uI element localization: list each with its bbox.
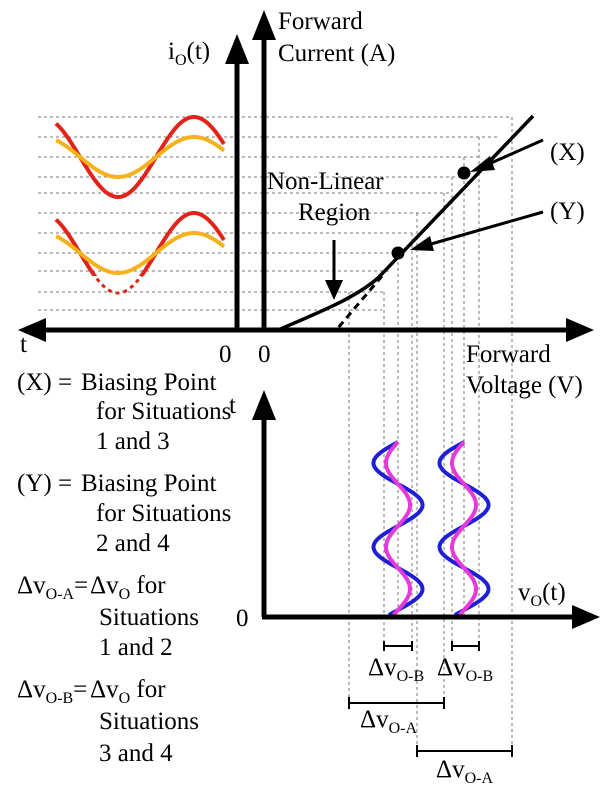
diode-curve [277,114,535,332]
fv-axis-arrowhead [566,318,594,342]
legend-x-line3: 1 and 3 [96,428,170,455]
magenta-wave-y [384,440,412,617]
zero-left: 0 [219,341,232,368]
legend-x-line1: Biasing Point [81,369,216,396]
nonlinear-label-1: Non-Linear [267,168,384,195]
t-lower-label: t [229,392,236,419]
forward-voltage-label-1: Forward [466,341,551,368]
dvob-left-label: ΔvO-B [368,654,424,685]
legend-b-key: ΔvO-B= [17,676,87,707]
axes [18,10,600,629]
io-axis-arrowhead [225,34,249,64]
legend-b-line3: 3 and 4 [99,740,173,767]
t-axis-label: t [20,331,27,358]
magenta-wave-x [450,440,478,617]
red-wave-x [54,115,226,199]
dvoa-left-label: ΔvO-A [360,706,417,737]
arrow-nonlinear-head [325,280,343,300]
zero-lower: 0 [236,605,249,632]
arrow-y-head [410,236,434,251]
legend-y-line1: Biasing Point [81,470,216,497]
red-wave-y [54,211,226,276]
legend-y-line3: 2 and 4 [96,530,170,557]
forward-voltage-label-2: Voltage (V) [466,372,583,399]
arrow-x-head [470,156,495,172]
zero-right: 0 [258,341,271,368]
bias-point-x [457,166,471,180]
io-axis-label: iO(t) [168,38,210,69]
point-x-label: (X) [550,139,585,166]
current-waveforms [54,115,226,295]
iv-curve [277,114,535,332]
legend-a-line1: ΔvO for [90,572,166,603]
legend-a-line3: 1 and 2 [99,634,173,661]
bias-point-y [391,246,405,260]
arrow-y [423,210,544,248]
orange-wave-y [55,231,226,275]
legend-b-line1: ΔvO for [90,676,166,707]
fc-axis-arrowhead [252,10,276,40]
forward-current-label-1: Forward [278,8,363,35]
dvoa-right-label: ΔvO-A [436,756,493,787]
legend: (X) = Biasing Point for Situations 1 and… [17,369,231,767]
legend-a-key: ΔvO-A= [17,572,88,603]
legend-a-line2: Situations [99,604,199,631]
dvob-right-label: ΔvO-B [437,654,493,685]
forward-current-label-2: Current (A) [278,40,395,67]
orange-wave-x [55,135,226,179]
annotation-arrows [325,138,544,300]
vo-axis-arrowhead [572,605,600,629]
nonlinear-label-2: Region [298,199,371,226]
projection-grid [38,116,513,751]
legend-x-key: (X) = [17,369,72,396]
t-axis-arrowhead [18,318,46,342]
legend-y-line2: for Situations [96,500,231,527]
voltage-waveforms [371,440,491,617]
t-lower-axis-arrowhead [252,390,276,420]
legend-b-line2: Situations [99,708,199,735]
point-y-label: (Y) [550,198,585,225]
legend-y-key: (Y) = [17,470,72,497]
vo-axis-label: vO(t) [518,579,566,610]
delta-spans [348,641,513,757]
legend-x-line2: for Situations [96,398,231,425]
linear-extrapolation [336,275,384,329]
